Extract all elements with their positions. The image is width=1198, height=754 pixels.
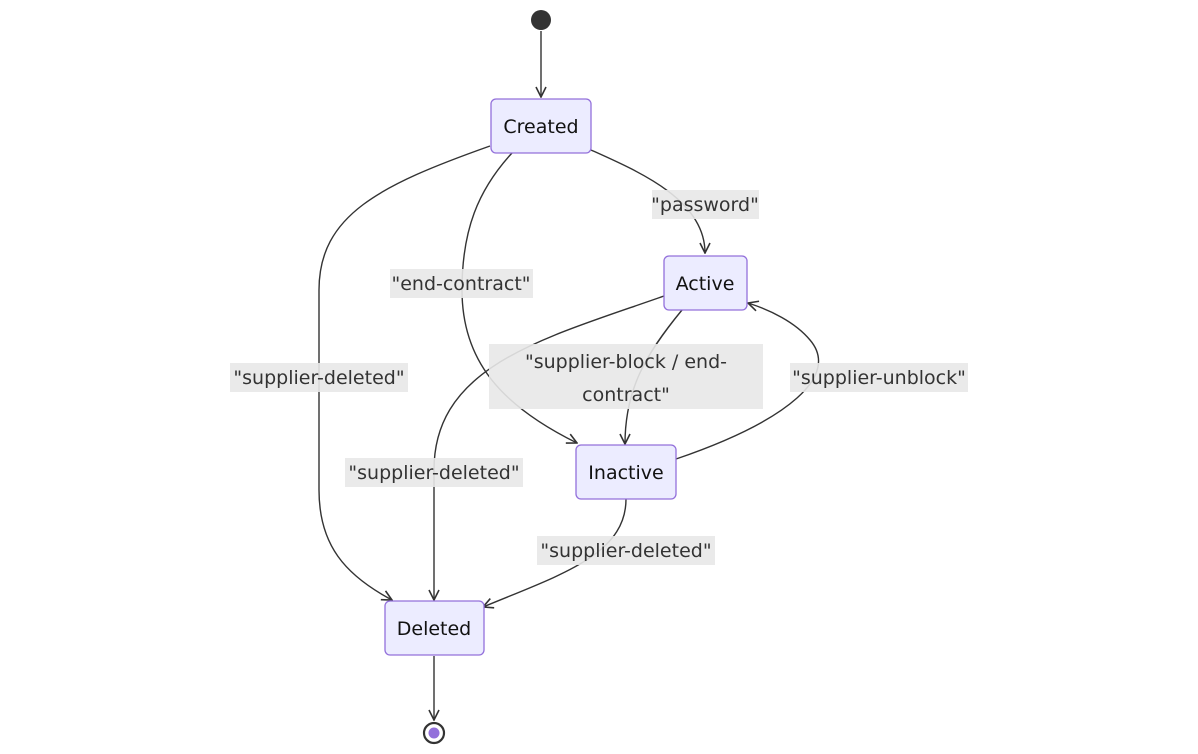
state-active[interactable]: Active	[663, 255, 748, 311]
label-active-supplier-deleted-text: "supplier-deleted"	[348, 462, 519, 484]
label-inactive-supplier-deleted-text: "supplier-deleted"	[540, 540, 711, 562]
label-created-supplier-deleted: "supplier-deleted"	[230, 363, 408, 392]
edge-created-to-active	[590, 149, 705, 253]
label-active-supplier-deleted: "supplier-deleted"	[345, 458, 523, 487]
label-end-contract-text: "end-contract"	[391, 273, 530, 295]
label-created-supplier-deleted-text: "supplier-deleted"	[233, 367, 404, 389]
label-supplier-block: "supplier-block / end- contract"	[489, 344, 763, 409]
transition-labels: "password" "end-contract" "supplier-dele…	[230, 190, 968, 565]
label-end-contract: "end-contract"	[390, 269, 533, 298]
end-node	[422, 721, 446, 745]
label-supplier-block-line1: "supplier-block / end-	[525, 351, 727, 373]
state-created-label: Created	[503, 116, 578, 138]
label-password-text: "password"	[651, 194, 759, 216]
label-supplier-unblock: "supplier-unblock"	[790, 363, 968, 392]
edge-created-to-deleted	[318, 145, 491, 600]
start-node	[531, 10, 551, 30]
state-active-label: Active	[676, 273, 735, 295]
label-inactive-supplier-deleted: "supplier-deleted"	[537, 536, 715, 565]
label-password: "password"	[651, 190, 759, 219]
label-supplier-block-line2: contract"	[582, 384, 670, 406]
state-created[interactable]: Created	[490, 98, 592, 154]
edge-inactive-to-active	[675, 303, 820, 460]
state-deleted-label: Deleted	[397, 618, 472, 640]
state-inactive[interactable]: Inactive	[575, 444, 677, 500]
label-supplier-unblock-text: "supplier-unblock"	[792, 367, 966, 389]
state-inactive-label: Inactive	[588, 462, 663, 484]
state-deleted[interactable]: Deleted	[384, 600, 485, 656]
